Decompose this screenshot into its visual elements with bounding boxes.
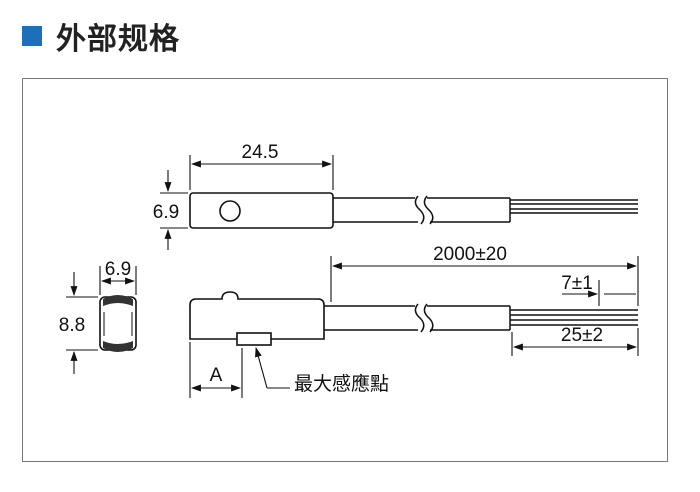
section-title: 外部规格	[56, 22, 180, 57]
strip-length-long-dimension	[511, 328, 639, 356]
top-view-length-dimension	[189, 155, 334, 190]
cable-length-label: 2000±20	[433, 244, 507, 265]
end-view-height-label: 8.8	[59, 315, 85, 336]
cable-length-dimension	[330, 256, 639, 306]
top-view-screw-hole	[219, 200, 241, 222]
top-view-sensor-body	[189, 192, 334, 229]
top-view-length-label: 24.5	[242, 142, 279, 163]
side-view-cable	[324, 303, 638, 333]
top-view-cable	[333, 195, 638, 225]
end-view: 6.9 8.8	[59, 259, 137, 374]
drawing-frame	[22, 78, 668, 462]
side-view-sensor-body	[189, 291, 325, 340]
end-view-top-detail	[103, 295, 133, 306]
top-view: 24.5 6.9	[153, 142, 638, 250]
top-view-height-label: 6.9	[153, 202, 179, 223]
top-view-height-dimension	[160, 170, 188, 250]
header-square-icon	[22, 26, 42, 46]
strip-length-short-label: 7±1	[561, 273, 593, 294]
sensing-point-leader	[255, 347, 290, 389]
end-view-width-label: 6.9	[105, 259, 131, 280]
sensing-offset-dimension	[189, 342, 243, 398]
section-header: 外部规格	[22, 14, 180, 58]
end-view-bottom-detail	[103, 341, 133, 352]
end-view-height-dimension	[66, 272, 98, 374]
sensing-point-marker	[236, 332, 272, 346]
sensing-point-label: 最大感應點	[294, 372, 389, 395]
strip-length-short-dimension	[562, 280, 636, 306]
end-view-width-dimension	[99, 266, 137, 295]
sensing-offset-label: A	[210, 365, 223, 386]
strip-length-long-label: 25±2	[561, 325, 603, 346]
side-view: 2000±20 7±1 25±2 A 最大感應點	[189, 244, 639, 398]
